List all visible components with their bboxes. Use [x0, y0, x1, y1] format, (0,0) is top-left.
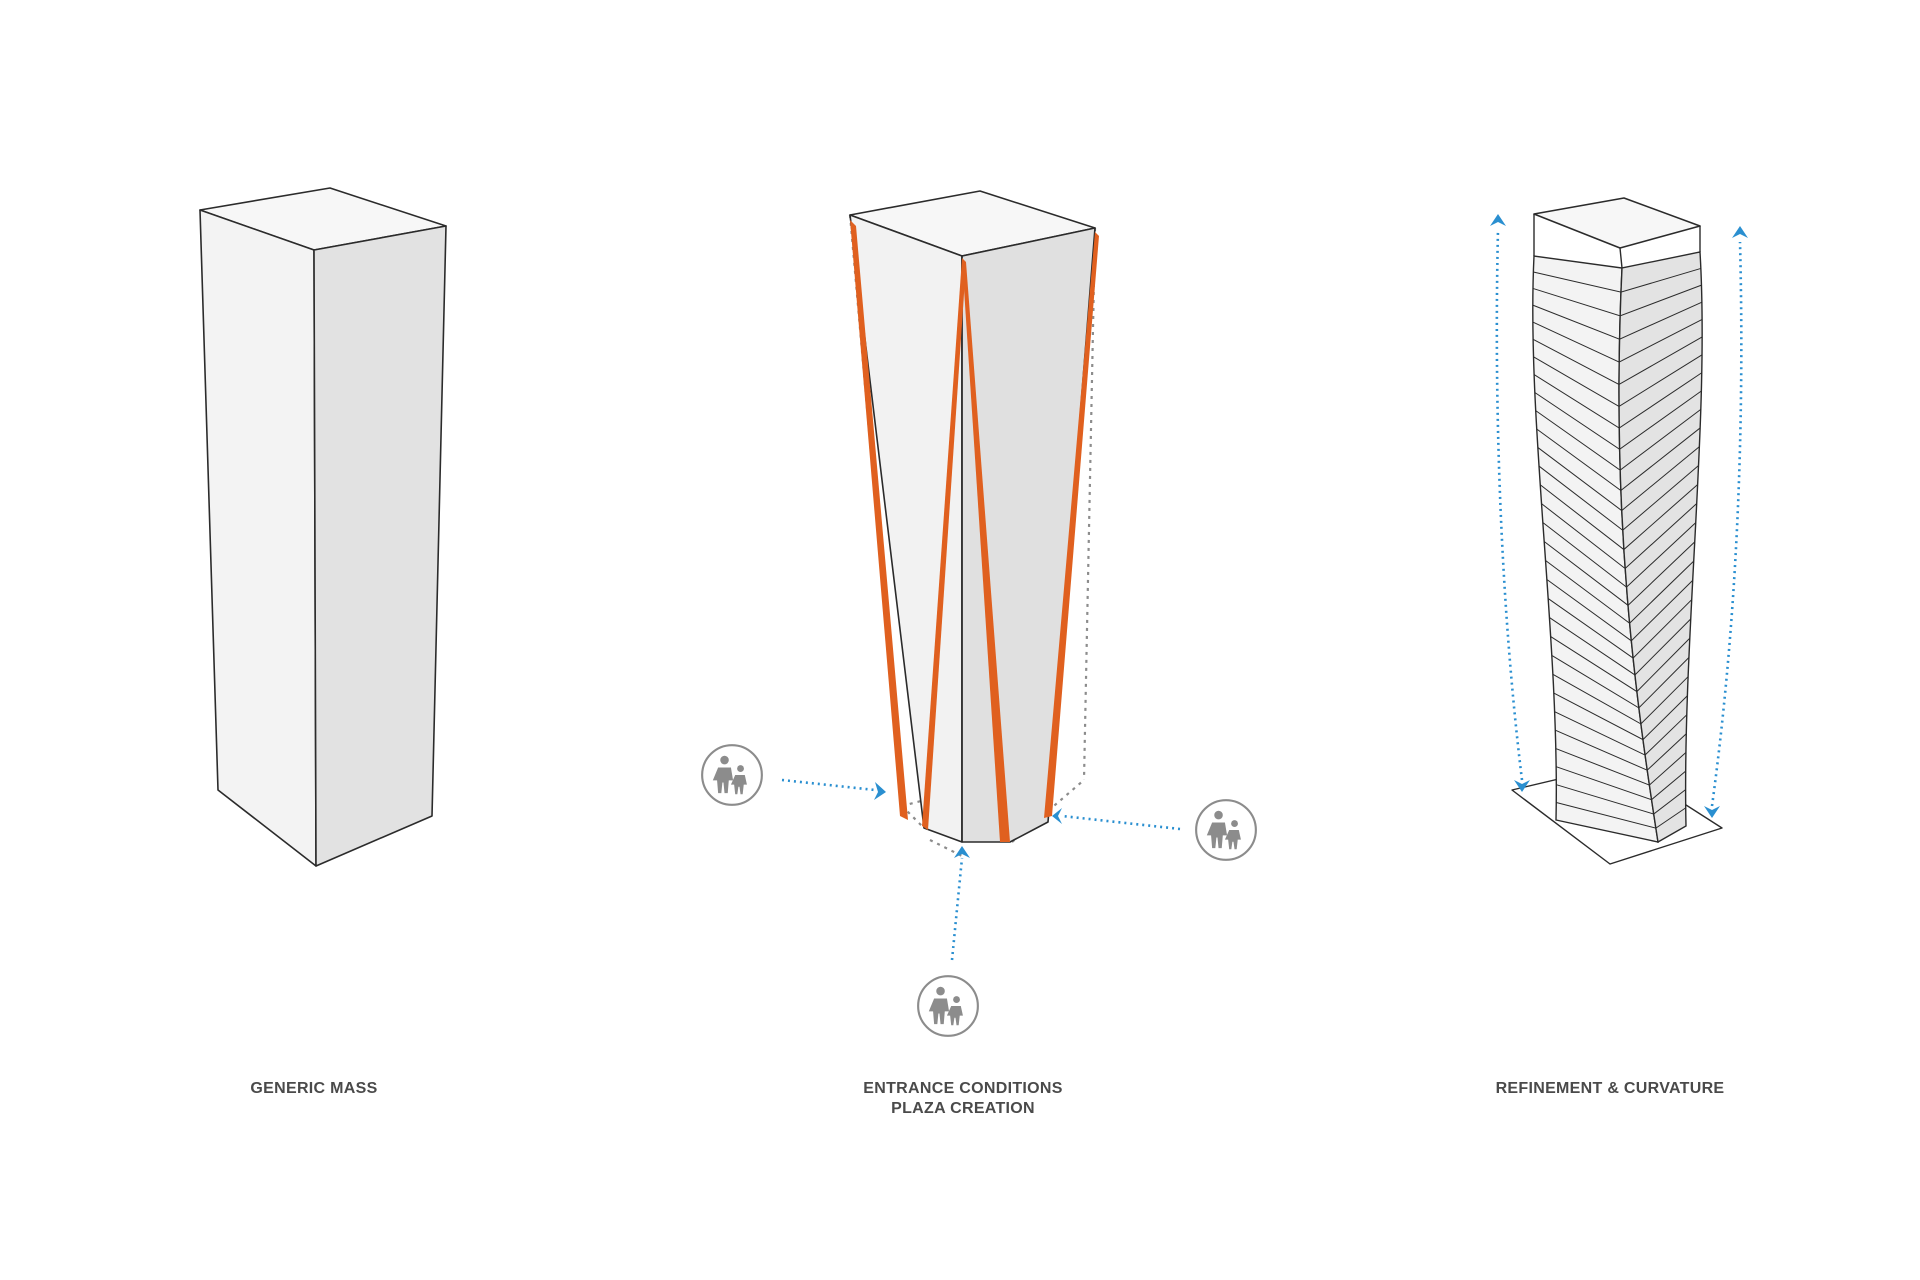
generic-mass-tower [199, 187, 447, 867]
floor-line [1542, 522, 1697, 588]
tower-left-face [199, 209, 317, 867]
tower-right-face [313, 225, 447, 867]
cut-left-inner [922, 258, 966, 830]
floor-line [1533, 267, 1701, 293]
floor-line [1546, 579, 1694, 642]
floor-line [1556, 801, 1686, 829]
cut-right-inner [962, 258, 1010, 842]
refined-tower [1490, 197, 1748, 865]
cut-left-outer [850, 220, 908, 820]
floor-line [1539, 484, 1699, 551]
caption-generic-mass: GENERIC MASS [114, 1079, 514, 1099]
entrance-paths [781, 778, 1181, 961]
floor-line [1532, 284, 1702, 317]
caption-line: GENERIC MASS [250, 1080, 378, 1097]
floor-line [1537, 446, 1700, 512]
entrance-cut-accents [850, 220, 1099, 842]
floor-line [1554, 711, 1688, 756]
floor-line [1543, 541, 1696, 606]
caption-line: REFINEMENT & CURVATURE [1495, 1080, 1725, 1097]
floor-line [1532, 318, 1703, 363]
floor-line [1535, 408, 1702, 471]
floor-line [1541, 503, 1698, 570]
floor-line [1538, 465, 1699, 531]
up-arrow-icon [1490, 214, 1506, 226]
up-arrow-icon [1732, 226, 1748, 238]
caption-refinement: REFINEMENT & CURVATURE [1410, 1079, 1810, 1099]
floor-line [1532, 336, 1703, 386]
floor-line [1534, 390, 1702, 450]
cut-right-outer [1044, 232, 1099, 818]
floor-line [1555, 729, 1687, 771]
entrance-arrow-icon [1052, 808, 1062, 824]
caption-line: PLAZA CREATION [891, 1100, 1035, 1117]
down-arrow-icon [1704, 806, 1720, 818]
down-arrow-icon [1514, 780, 1530, 792]
caption-entrance-conditions: ENTRANCE CONDITIONS PLAZA CREATION [763, 1079, 1163, 1119]
floor-line [1533, 354, 1703, 408]
floor-line [1553, 692, 1688, 741]
caption-line: ENTRANCE CONDITIONS [863, 1080, 1063, 1097]
floor-line [1556, 766, 1686, 801]
tower-right-face [1618, 251, 1703, 844]
entrance-arrow-icons [874, 782, 1062, 858]
floor-line [1532, 301, 1703, 340]
floor-line [1536, 427, 1701, 492]
floor-line [1547, 598, 1693, 659]
floor-line [1549, 617, 1692, 676]
height-arrows [1495, 229, 1743, 807]
floor-line [1552, 673, 1689, 725]
up-arrow-icons [1490, 214, 1748, 818]
pedestrian-icon [701, 744, 763, 806]
entrance-arrow-icon [954, 846, 970, 858]
floor-line [1550, 636, 1691, 693]
floor-line [1533, 372, 1703, 429]
floor-lines [1532, 267, 1703, 829]
entrance-tower [701, 190, 1257, 1037]
pedestrian-icon [917, 975, 979, 1037]
floor-line [1556, 784, 1686, 815]
pedestrian-icon [1195, 799, 1257, 861]
floor-line [1555, 748, 1687, 786]
floor-line [1545, 560, 1695, 624]
entrance-arrow-icon [874, 782, 886, 800]
floor-line [1551, 655, 1690, 709]
tower-top-face [1533, 197, 1701, 249]
